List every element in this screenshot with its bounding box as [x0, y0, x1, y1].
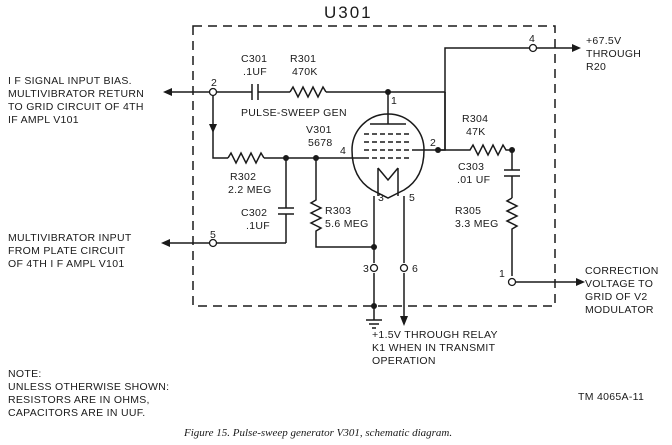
- terminal-4-label: 4: [529, 33, 535, 45]
- pin-5-label: 5: [409, 192, 415, 204]
- pin-4-label: 4: [340, 145, 346, 157]
- plus675-line-2: THROUGH: [586, 48, 641, 60]
- r303-symbol: [309, 158, 374, 248]
- c303-symbol: [504, 150, 520, 198]
- input-arrow-icon: [161, 239, 170, 247]
- tube-filament: [377, 167, 399, 196]
- c303-value: .01 UF: [457, 174, 490, 186]
- terminal-2-label: 2: [211, 77, 217, 89]
- correction-line-3: GRID OF V2: [585, 291, 648, 303]
- if-input-line-3: TO GRID CIRCUIT OF 4TH: [8, 101, 144, 113]
- tube-plate: [370, 122, 406, 125]
- r304-value: 47K: [466, 126, 486, 138]
- plus675-line-3: R20: [586, 61, 606, 73]
- r301-name: R301: [290, 53, 316, 65]
- v301-type: 5678: [308, 137, 333, 149]
- input-arrow-icon: [163, 88, 172, 96]
- wire: [212, 96, 228, 159]
- wire: [388, 47, 530, 93]
- correction-line-4: MODULATOR: [585, 304, 654, 316]
- if-input-line-2: MULTIVIBRATOR RETURN: [8, 88, 144, 100]
- unit-title: U301: [324, 3, 373, 22]
- r301-value: 470K: [292, 66, 318, 78]
- tm-number: TM 4065A-11: [578, 391, 644, 403]
- c301-value: .1UF: [243, 66, 267, 78]
- c302-name: C302: [241, 207, 267, 219]
- r305-value: 3.3 MEG: [455, 218, 499, 230]
- r302-value: 2.2 MEG: [228, 184, 272, 196]
- if-input-line-4: IF AMPL V101: [8, 114, 79, 126]
- pin-1-label: 1: [391, 95, 397, 107]
- r305-symbol: [505, 197, 519, 276]
- note-line-2: UNLESS OTHERWISE SHOWN:: [8, 381, 169, 393]
- note-line-1: NOTE:: [8, 368, 42, 380]
- pin-3-label: 3: [378, 192, 384, 204]
- if-input-line-1: I F SIGNAL INPUT BIAS.: [8, 75, 132, 87]
- terminal-5: [208, 238, 218, 248]
- wire: [438, 92, 446, 151]
- r302-name: R302: [230, 171, 256, 183]
- relay-line-3: OPERATION: [372, 355, 436, 367]
- r304-symbol: [438, 143, 512, 157]
- ground-icon: [366, 273, 382, 329]
- terminal-1-label: 1: [499, 268, 505, 280]
- v301-name: V301: [306, 124, 332, 136]
- c301-name: C301: [241, 53, 267, 65]
- note-line-4: CAPACITORS ARE IN UUF.: [8, 407, 146, 419]
- plus675-line-1: +67.5V: [586, 35, 621, 47]
- relay-line-2: K1 WHEN IN TRANSMIT: [372, 342, 496, 354]
- unit-enclosure: [192, 25, 556, 307]
- mv-input-line-3: OF 4TH I F AMPL V101: [8, 258, 124, 270]
- figure-caption: Figure 15. Pulse-sweep generator V301, s…: [183, 427, 452, 439]
- terminal-6-label: 6: [412, 263, 418, 275]
- terminal-3: [369, 263, 379, 273]
- terminal-2: [208, 87, 218, 97]
- note-line-3: RESISTORS ARE IN OHMS,: [8, 394, 150, 406]
- r302-symbol: [227, 151, 265, 165]
- junction-dot: [371, 303, 377, 309]
- down-arrow-icon: [400, 316, 408, 326]
- c302-symbol: [278, 158, 294, 243]
- terminal-1: [507, 277, 517, 287]
- output-arrow-icon: [576, 278, 585, 286]
- r303-name: R303: [325, 205, 351, 217]
- pin-2-label: 2: [430, 137, 436, 149]
- r303-value: 5.6 MEG: [325, 218, 369, 230]
- terminal-5-label: 5: [210, 229, 216, 241]
- output-arrow-icon: [572, 44, 581, 52]
- terminal-6: [399, 263, 409, 273]
- down-arrow-icon: [209, 124, 217, 133]
- correction-line-2: VOLTAGE TO: [585, 278, 653, 290]
- mv-input-line-2: FROM PLATE CIRCUIT: [8, 245, 125, 257]
- c303-name: C303: [458, 161, 484, 173]
- c302-value: .1UF: [246, 220, 270, 232]
- r301-symbol: [289, 85, 327, 99]
- terminal-4: [528, 43, 538, 53]
- c301-symbol: [251, 84, 259, 100]
- r304-name: R304: [462, 113, 488, 125]
- correction-line-1: CORRECTION: [585, 265, 659, 277]
- mv-input-line-1: MULTIVIBRATOR INPUT: [8, 232, 132, 244]
- gen-label: PULSE-SWEEP GEN: [241, 107, 347, 119]
- r305-name: R305: [455, 205, 481, 217]
- relay-line-1: +1.5V THROUGH RELAY: [372, 329, 498, 341]
- terminal-3-label: 3: [363, 263, 369, 275]
- tube-envelope: [351, 113, 425, 199]
